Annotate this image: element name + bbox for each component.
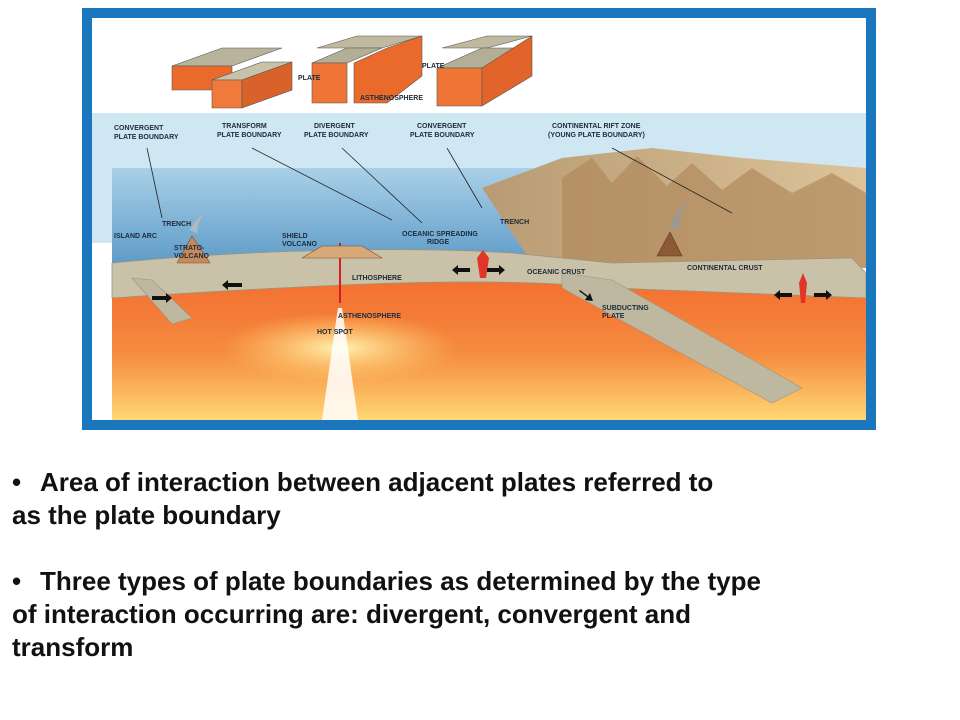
label-continental-crust: CONTINENTAL CRUST — [687, 265, 763, 272]
shield-volcano-icon — [300, 245, 384, 259]
label-trench-left: TRENCH — [162, 221, 191, 228]
label-divergent: DIVERGENT — [314, 123, 356, 130]
divergent-block-icon — [311, 35, 423, 104]
label-asthenosphere: ASTHENOSPHERE — [338, 313, 401, 320]
label-shield: SHIELD — [282, 233, 308, 240]
label-subducting: SUBDUCTING — [602, 305, 649, 312]
label-island-arc: ISLAND ARC — [114, 233, 157, 240]
label-convergent-right-2: PLATE BOUNDARY — [410, 132, 475, 139]
convergent-block-icon — [436, 35, 533, 107]
label-subducting-2: PLATE — [602, 313, 625, 320]
figure-frame: PLATE PLATE ASTHENOSPHERE — [82, 8, 876, 430]
label-strato: STRATO- — [174, 245, 205, 252]
subducting-plate — [561, 272, 803, 404]
bullet-2-line-1: Three types of plate boundaries as deter… — [40, 566, 761, 596]
hot-spot-plume — [322, 308, 358, 420]
motion-arrows — [152, 265, 832, 303]
transform-block-icon — [171, 47, 293, 109]
label-transform: TRANSFORM — [222, 123, 267, 130]
bullet-symbol: • — [12, 566, 22, 596]
label-transform-2: PLATE BOUNDARY — [217, 132, 282, 139]
label-convergent-left-2: PLATE BOUNDARY — [114, 134, 179, 141]
mantle — [112, 269, 866, 420]
label-divergent-2: PLATE BOUNDARY — [304, 132, 369, 139]
bullet-point-2: • Three types of plate boundaries as dete… — [12, 565, 947, 664]
plate-tectonics-diagram: PLATE PLATE ASTHENOSPHERE — [92, 18, 866, 420]
top-plate-label-2: PLATE — [422, 63, 445, 70]
label-convergent-right: CONVERGENT — [417, 123, 467, 130]
label-convergent-left: CONVERGENT — [114, 125, 164, 132]
top-plate-label: PLATE — [298, 75, 321, 82]
label-oceanic-crust: OCEANIC CRUST — [527, 269, 586, 276]
bullet-2-line-3: transform — [12, 632, 134, 662]
continental-volcano-icon — [656, 231, 683, 257]
label-rift-2: (YOUNG PLATE BOUNDARY) — [548, 132, 645, 139]
label-lithosphere: LITHOSPHERE — [352, 275, 402, 282]
label-strato-2: VOLCANO — [174, 253, 210, 260]
lithosphere — [111, 249, 866, 299]
label-shield-2: VOLCANO — [282, 241, 318, 248]
bullet-2-line-2: of interaction occurring are: divergent,… — [12, 599, 692, 629]
label-rift: CONTINENTAL RIFT ZONE — [552, 123, 641, 130]
label-hot-spot: HOT SPOT — [317, 329, 354, 336]
label-trench-right: TRENCH — [500, 219, 529, 226]
label-ridge-2: RIDGE — [427, 239, 450, 246]
slide-body-text: • Area of interaction between adjacent pl… — [12, 466, 947, 664]
ridge-magma — [477, 250, 489, 278]
bullet-1-line-1: Area of interaction between adjacent pla… — [40, 467, 714, 497]
bullet-symbol: • — [12, 467, 22, 497]
bullet-point-1: • Area of interaction between adjacent pl… — [12, 466, 947, 532]
top-asthenosphere-label: ASTHENOSPHERE — [360, 95, 423, 102]
leader-lines — [146, 147, 733, 224]
diagram-svg: PLATE PLATE ASTHENOSPHERE — [92, 18, 866, 420]
strato-volcano-icon — [176, 235, 211, 264]
label-ridge: OCEANIC SPREADING — [402, 231, 478, 238]
bullet-1-line-2: as the plate boundary — [12, 500, 281, 530]
